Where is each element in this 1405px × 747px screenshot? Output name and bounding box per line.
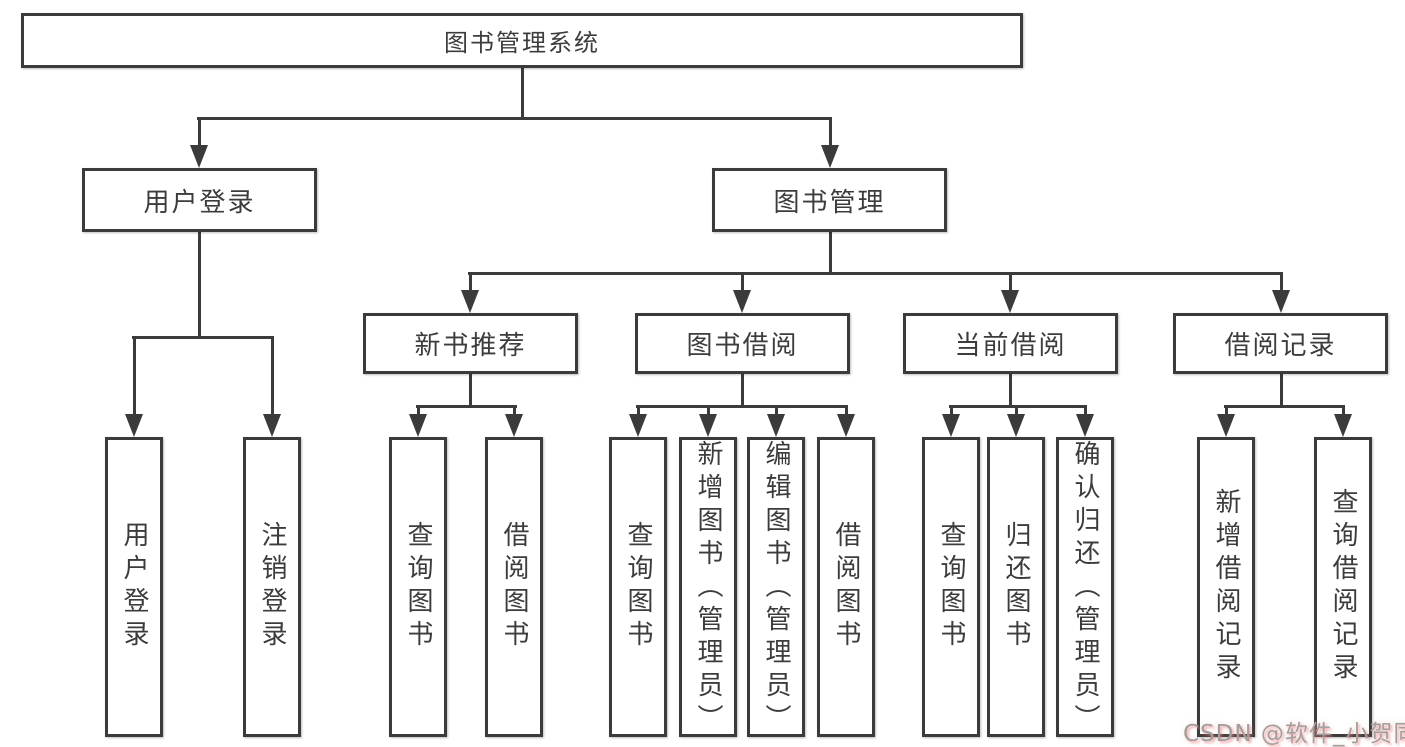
connector-arrowhead [1272,290,1290,313]
connector-arrowhead [942,414,960,437]
node-leaf-bb-query-book: 查询图书 [609,437,667,737]
connector-arrow-shaft [1083,405,1087,416]
connector-arrow-shaft [1279,272,1283,292]
connector-arrowhead [629,414,647,437]
node-label-leaf-bb-add-book: 新增图书（管理员） [693,440,723,737]
connector-arrowhead [263,414,281,437]
connector-branch-line [132,336,274,339]
node-user-login: 用户登录 [82,168,317,232]
node-label-leaf-logout: 注销登录 [257,521,287,653]
node-label-leaf-rec-borrow-book: 借阅图书 [499,521,529,653]
node-label-leaf-cb-return-book: 归还图书 [1001,521,1031,653]
node-label-leaf-br-add-record: 新增借阅记录 [1211,488,1241,686]
connector-stem-line [1279,374,1283,408]
node-leaf-bb-borrow-book: 借阅图书 [817,437,875,737]
node-label-leaf-rec-query-book: 查询图书 [403,521,433,653]
node-label-leaf-bb-borrow-book: 借阅图书 [831,521,861,653]
node-label-leaf-cb-confirm-return: 确认归还（管理员） [1070,440,1100,737]
node-label-leaf-bb-edit-book: 编辑图书（管理员） [761,440,791,737]
connector-arrowhead [1334,414,1352,437]
connector-arrowhead [190,145,208,168]
node-leaf-br-query-record: 查询借阅记录 [1314,437,1372,737]
node-leaf-cb-confirm-return: 确认归还（管理员） [1056,437,1114,737]
node-label-leaf-user-login: 用户登录 [119,521,149,653]
node-leaf-rec-borrow-book: 借阅图书 [485,437,543,737]
connector-stem-line [468,374,472,408]
node-root: 图书管理系统 [21,13,1023,68]
node-label-leaf-cb-query-book: 查询图书 [936,521,966,653]
connector-branch-line [416,405,517,408]
connector-arrow-shaft [844,405,848,416]
node-leaf-user-login: 用户登录 [105,437,163,737]
node-label-leaf-br-query-record: 查询借阅记录 [1328,488,1358,686]
connector-arrow-shaft [468,272,472,292]
node-leaf-cb-query-book: 查询图书 [922,437,980,737]
connector-stem-line [520,68,524,120]
node-label-current-borrow: 当前借阅 [954,331,1067,361]
node-label-root: 图书管理系统 [444,29,600,57]
connector-arrowhead [733,290,751,313]
node-label-borrow-records: 借阅记录 [1224,331,1337,361]
connector-arrowhead [767,414,785,437]
connector-arrowhead [409,414,427,437]
connector-arrowhead [1076,414,1094,437]
node-leaf-logout: 注销登录 [243,437,301,737]
node-label-user-login: 用户登录 [143,187,256,218]
connector-arrowhead [699,414,717,437]
connector-arrowhead [1217,414,1235,437]
node-label-book-borrow: 图书借阅 [686,331,799,361]
connector-arrow-shaft [132,336,136,416]
connector-arrowhead [461,290,479,313]
connector-arrow-shaft [270,336,274,416]
connector-stem-line [828,232,832,275]
connector-arrow-shaft [197,117,201,147]
connector-arrow-shaft [512,405,516,416]
connector-arrowhead [1001,290,1019,313]
connector-arrowhead [125,414,143,437]
connector-arrow-shaft [416,405,420,416]
node-book-mgmt: 图书管理 [712,168,947,232]
node-label-leaf-bb-query-book: 查询图书 [623,521,653,653]
connector-arrow-shaft [828,117,832,147]
connector-stem-line [1008,374,1012,408]
node-leaf-bb-edit-book: 编辑图书（管理员） [747,437,805,737]
connector-arrow-shaft [706,405,710,416]
connector-branch-line [197,117,832,120]
connector-branch-line [468,272,1283,275]
node-borrow-records: 借阅记录 [1173,313,1388,374]
node-leaf-rec-query-book: 查询图书 [389,437,447,737]
node-leaf-bb-add-book: 新增图书（管理员） [679,437,737,737]
connector-arrow-shaft [1008,272,1012,292]
node-leaf-br-add-record: 新增借阅记录 [1197,437,1255,737]
connector-arrowhead [821,145,839,168]
connector-arrow-shaft [949,405,953,416]
connector-arrow-shaft [636,405,640,416]
connector-arrowhead [1007,414,1025,437]
connector-arrow-shaft [1014,405,1018,416]
connector-branch-line [1224,405,1345,408]
connector-stem-line [197,232,201,339]
csdn-watermark: CSDN @软件_小贺同学 [1183,721,1405,747]
connector-stem-line [740,374,744,408]
connector-arrowhead [837,414,855,437]
node-label-book-mgmt: 图书管理 [773,187,886,218]
connector-branch-line [636,405,848,408]
connector-arrow-shaft [740,272,744,292]
connector-arrow-shaft [1224,405,1228,416]
connector-arrow-shaft [774,405,778,416]
node-leaf-cb-return-book: 归还图书 [987,437,1045,737]
connector-arrow-shaft [1341,405,1345,416]
node-label-new-book-rec: 新书推荐 [414,331,527,361]
connector-arrowhead [505,414,523,437]
node-book-borrow: 图书借阅 [635,313,850,374]
node-current-borrow: 当前借阅 [903,313,1118,374]
connector-branch-line [949,405,1087,408]
node-new-book-rec: 新书推荐 [363,313,578,374]
